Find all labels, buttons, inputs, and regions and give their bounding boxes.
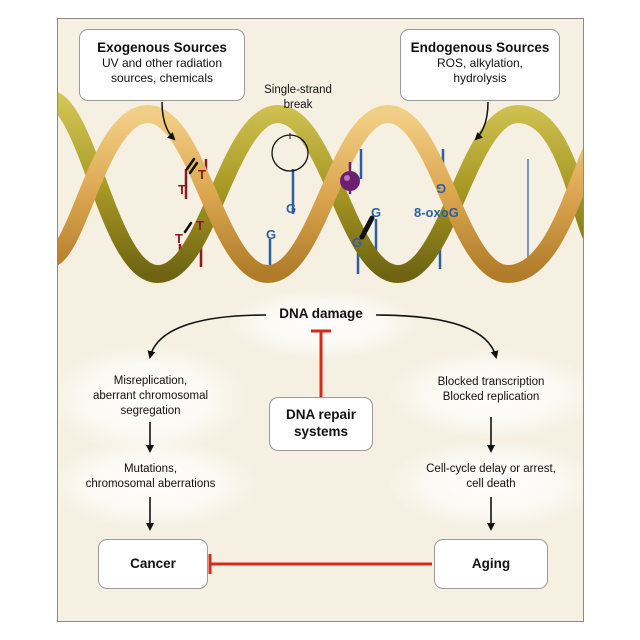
aging-box: Aging [434, 539, 548, 589]
dna-strand-tan [58, 104, 583, 284]
arrest-line2: cell death [466, 478, 516, 490]
thymine-label: T [175, 231, 183, 246]
repair-line2: systems [293, 424, 349, 439]
arrow-to-misreplication [147, 314, 267, 359]
adduct-icon [340, 171, 360, 191]
oxog-label: 8-oxoG [414, 205, 459, 220]
guanine-label: G [352, 235, 363, 250]
misreplication-line3: segregation [120, 405, 181, 417]
dna-damage-label: DNA damage [279, 306, 363, 321]
single-strand-break-label: Single-strand break [248, 83, 348, 113]
misreplication-line1: Misreplication, [113, 375, 188, 387]
repair-line1: DNA repair [285, 407, 357, 422]
helix-and-arrows [58, 93, 583, 574]
exogenous-line1: UV and other radiation [101, 56, 223, 70]
thymine-label: T [198, 167, 206, 182]
mutations-line2: chromosomal aberrations [85, 478, 216, 490]
exogenous-title: Exogenous Sources [97, 40, 227, 55]
blocked-label: Blocked transcription Blocked replicatio… [406, 375, 576, 405]
glow [58, 344, 248, 454]
diagram-frame: T T T T G G G G G 8-oxoG Exogenous Sourc… [57, 18, 584, 622]
aging-label: Aging [471, 556, 511, 571]
mutations-label: Mutations, chromosomal aberrations [58, 462, 243, 492]
blocked-line1: Blocked transcription [437, 376, 545, 388]
endogenous-title: Endogenous Sources [410, 40, 550, 55]
thymine-dimer [183, 157, 199, 234]
cancer-label: Cancer [130, 556, 176, 571]
lesion-mark [359, 215, 375, 240]
arrow-to-blocked [375, 314, 499, 359]
mutations-line1: Mutations, [123, 463, 178, 475]
guanine-label: G [286, 201, 297, 216]
single-strand-line2: break [283, 99, 313, 111]
misreplication-label: Misreplication, aberrant chromosomal seg… [63, 374, 238, 419]
glow [228, 289, 418, 359]
blocked-line2: Blocked replication [442, 391, 540, 403]
endogenous-line2: hydrolysis [453, 71, 507, 85]
arrest-line1: Cell-cycle delay or arrest, [426, 463, 556, 475]
cancer-box: Cancer [98, 539, 208, 589]
dna-repair-box: DNA repair systems [269, 397, 373, 451]
break-circle [271, 134, 309, 172]
guanine-label: G [371, 205, 382, 220]
endogenous-sources-box: Endogenous Sources ROS, alkylation, hydr… [400, 29, 560, 101]
guanine-inverted-label: G [436, 181, 447, 196]
endogenous-line1: ROS, alkylation, [436, 56, 524, 70]
glow [388, 439, 583, 529]
exogenous-line2: sources, chemicals [110, 71, 214, 85]
thymine-label: T [178, 182, 186, 197]
arrest-label: Cell-cycle delay or arrest, cell death [403, 462, 579, 492]
endogenous-arrow [474, 101, 489, 141]
misreplication-line2: aberrant chromosomal [92, 390, 209, 402]
glow [388, 349, 583, 439]
glow [58, 439, 258, 529]
single-strand-line1: Single-strand [264, 84, 332, 96]
exogenous-sources-box: Exogenous Sources UV and other radiation… [79, 29, 245, 101]
exogenous-arrow [161, 101, 176, 141]
guanine-label: G [266, 227, 277, 242]
thymine-label: T [196, 218, 204, 233]
